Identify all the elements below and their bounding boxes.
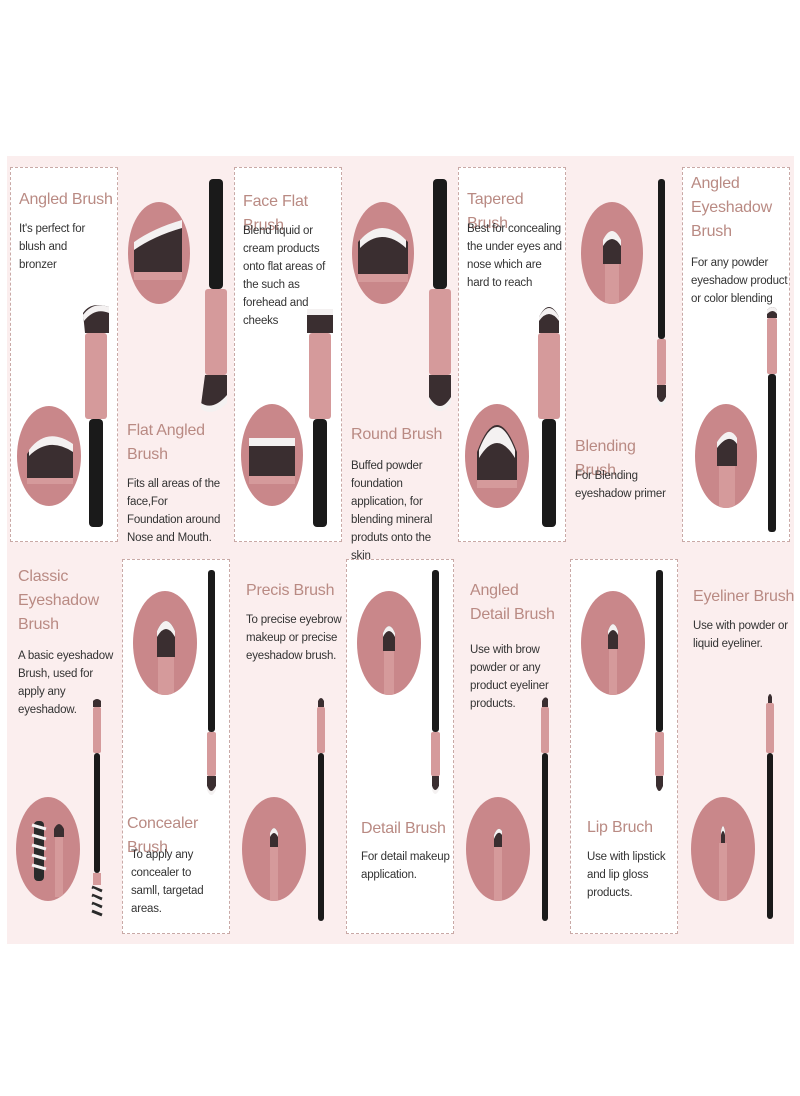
brush-tip-closeup bbox=[16, 797, 80, 901]
brush-title: Precis Brush bbox=[246, 582, 335, 599]
brush-tip-icon bbox=[157, 621, 175, 695]
brush-tip-closeup bbox=[695, 404, 757, 508]
brush-icon bbox=[541, 697, 549, 921]
brush-tip-icon bbox=[134, 220, 182, 280]
brush-description: For Blending eyeshadow primer bbox=[575, 470, 666, 500]
brush-icon bbox=[207, 570, 216, 795]
brush-icon bbox=[317, 698, 325, 921]
brush-description: A basic eyeshadow Brush, used for apply … bbox=[18, 650, 114, 716]
brush-tip-icon bbox=[31, 821, 64, 897]
brush-icon bbox=[767, 307, 777, 532]
brush-title: Concealer Brush bbox=[127, 815, 199, 856]
brush-card-round: Round Brush Buffed powder foundation app… bbox=[343, 167, 451, 562]
brush-title: Flat Angled Brush bbox=[127, 422, 205, 463]
brush-title: Classic Eyeshadow Brush bbox=[18, 568, 99, 633]
brush-title: Eyeliner Brush bbox=[693, 588, 795, 605]
brush-tip-closeup bbox=[466, 797, 530, 901]
brush-icon bbox=[429, 179, 451, 411]
brush-tip-closeup bbox=[242, 797, 306, 901]
brush-card-concealer: Concealer Brush To apply any concealer t… bbox=[122, 559, 230, 934]
brush-tip-closeup bbox=[465, 404, 529, 508]
brush-description: It's perfect for blush and bronzer bbox=[19, 223, 86, 271]
brush-icon bbox=[538, 307, 560, 527]
brush-card-classic-eyeshadow: Classic Eyeshadow Brush A basic eyeshado… bbox=[10, 559, 118, 934]
brush-tip-icon bbox=[270, 828, 278, 901]
brush-tip-icon bbox=[358, 228, 408, 282]
brush-description: Fits all areas of the face,For Foundatio… bbox=[127, 478, 221, 544]
brush-tip-closeup bbox=[357, 591, 421, 695]
brush-title: Angled Eyeshadow Brush bbox=[691, 175, 772, 240]
brush-title: Angled Detail Brush bbox=[470, 582, 555, 623]
brush-description: Use with brow powder or any product eyel… bbox=[470, 644, 549, 710]
brush-card-lip: Lip Bruch Use with lipstick and lip glos… bbox=[570, 559, 678, 934]
brush-title: Lip Bruch bbox=[587, 819, 653, 836]
brush-tip-icon bbox=[717, 431, 737, 508]
brush-description: To precise eyebrow makeup or precise eye… bbox=[246, 614, 342, 662]
brush-card-angled-detail: Angled Detail Brush Use with brow powder… bbox=[462, 559, 570, 934]
brush-description: For any powder eyeshadow product or colo… bbox=[691, 257, 788, 305]
brush-description: Blend liquid or cream products onto flat… bbox=[243, 225, 326, 327]
brush-title: Face Flat Brush bbox=[243, 193, 308, 234]
brush-card-flat-angled: Flat Angled Brush Fits all areas of the … bbox=[119, 167, 227, 544]
brush-guide-board: Angled Brush It's perfect for blush and … bbox=[7, 156, 794, 944]
brush-tip-icon bbox=[249, 438, 295, 484]
brush-card-face-flat: Face Flat Brush Blend liquid or cream pr… bbox=[234, 167, 342, 542]
brush-card-precis: Precis Brush To precise eyebrow makeup o… bbox=[238, 559, 346, 934]
brush-tip-icon bbox=[494, 828, 502, 901]
brush-description: To apply any concealer to samll, targeta… bbox=[131, 849, 204, 915]
brush-tip-icon bbox=[27, 436, 73, 484]
brush-title: Round Brush bbox=[351, 426, 443, 443]
brush-description: Use with powder or liquid eyeliner. bbox=[693, 620, 788, 650]
brush-icon bbox=[307, 309, 333, 527]
brush-tip-closeup bbox=[581, 591, 645, 695]
brush-icon bbox=[83, 305, 109, 527]
brush-tip-closeup bbox=[581, 202, 643, 304]
brush-icon bbox=[201, 179, 227, 412]
brush-title: Angled Brush bbox=[19, 191, 113, 208]
brush-tip-icon bbox=[383, 626, 395, 695]
brush-description: For detail makeup application. bbox=[361, 851, 450, 881]
brush-tip-icon bbox=[608, 624, 618, 695]
brush-tip-closeup bbox=[691, 797, 755, 901]
brush-tip-icon bbox=[477, 425, 517, 488]
brush-card-blending: Blending Brush For Blending eyeshadow pr… bbox=[567, 167, 675, 542]
brush-card-tapered: Tapered Brush Best for concealing the un… bbox=[458, 167, 566, 542]
brush-description: Buffed powder foundation application, fo… bbox=[351, 460, 433, 562]
brush-card-angled: Angled Brush It's perfect for blush and … bbox=[10, 167, 118, 542]
brush-card-eyeliner: Eyeliner Brush Use with powder or liquid… bbox=[685, 559, 794, 934]
brush-icon bbox=[657, 179, 666, 406]
brush-icon bbox=[91, 699, 103, 917]
brush-title: Tapered Brush bbox=[467, 191, 524, 232]
brush-tip-closeup bbox=[17, 406, 81, 506]
brush-tip-closeup bbox=[241, 404, 303, 506]
brush-tip-icon bbox=[719, 826, 727, 901]
brush-icon bbox=[766, 694, 774, 919]
brush-description: Use with lipstick and lip gloss products… bbox=[587, 851, 666, 899]
brush-tip-closeup bbox=[133, 591, 197, 695]
brush-icon bbox=[431, 570, 440, 794]
brush-title: Blending Brush bbox=[575, 438, 636, 479]
brush-tip-icon bbox=[603, 231, 621, 304]
brush-title: Detail Brush bbox=[361, 820, 446, 837]
brush-tip-closeup bbox=[352, 202, 414, 304]
brush-card-detail: Detail Brush For detail makeup applicati… bbox=[346, 559, 454, 934]
brush-description: Best for concealing the under eyes and n… bbox=[467, 223, 562, 289]
brush-card-angled-eyeshadow: Angled Eyeshadow Brush For any powder ey… bbox=[682, 167, 790, 542]
brush-icon bbox=[655, 570, 664, 791]
brush-tip-closeup bbox=[128, 202, 190, 304]
